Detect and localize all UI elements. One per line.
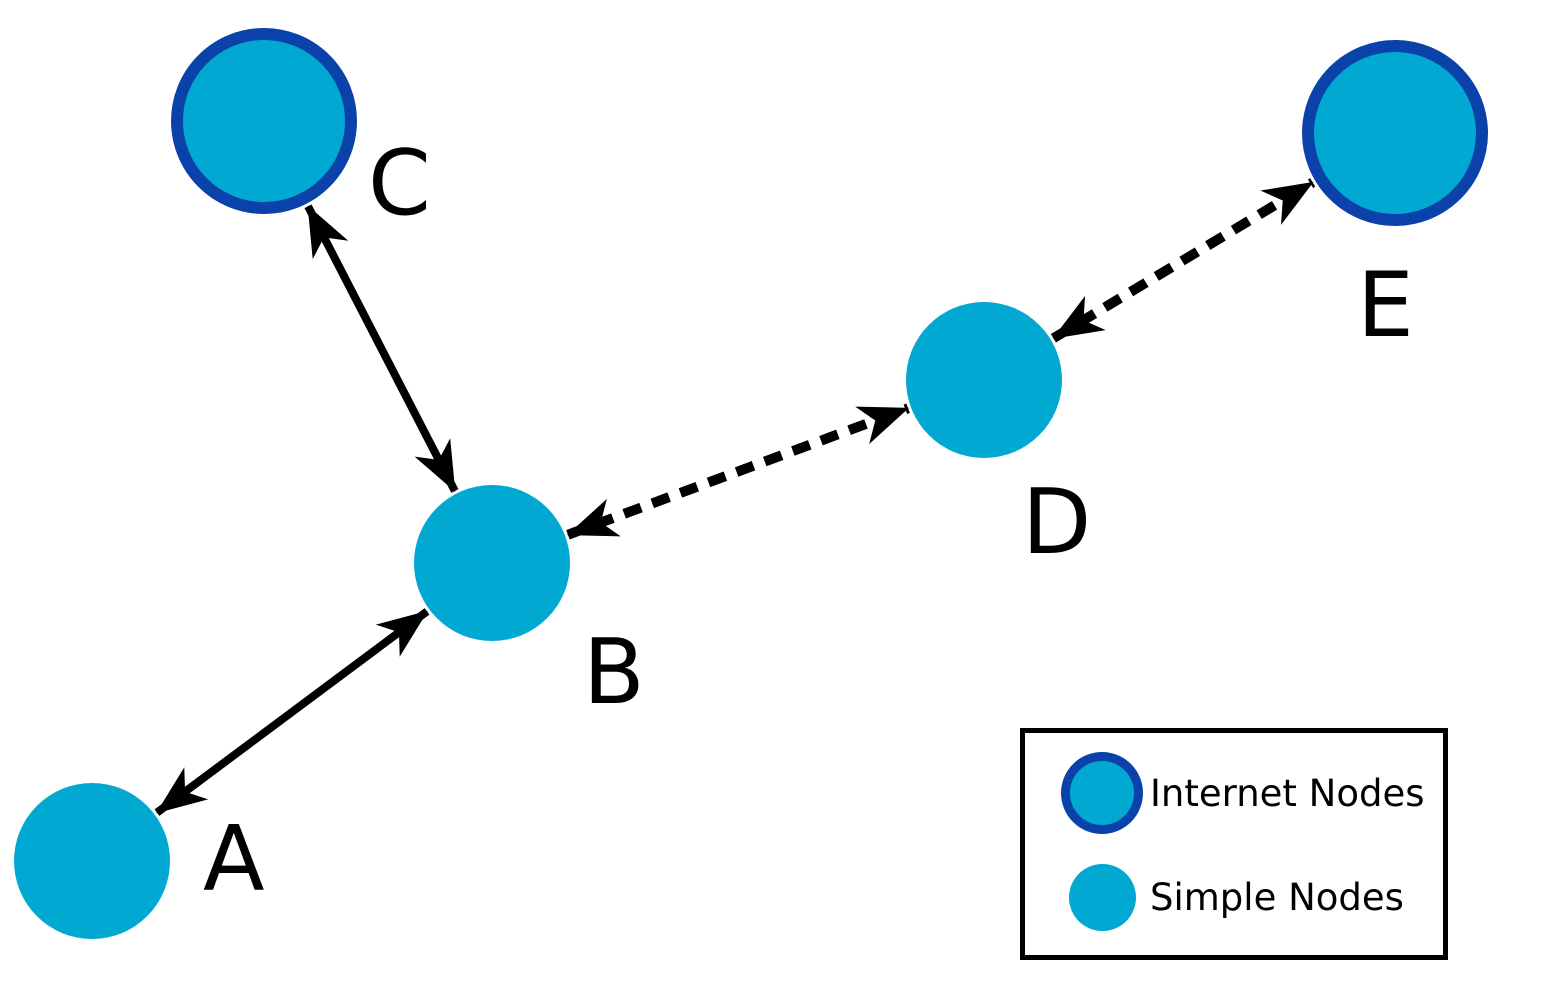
node-D-simple [906, 302, 1062, 458]
edges-layer [154, 178, 1316, 816]
legend-item-simple-nodes: Simple Nodes [1060, 862, 1404, 932]
simple-node-icon [1068, 863, 1136, 931]
legend-icon-column [1060, 752, 1144, 834]
nodes-layer [14, 28, 1488, 939]
node-label-C: C [368, 131, 431, 236]
legend-icon-column [1060, 863, 1144, 931]
edge-C-B-solid-arrow [304, 204, 459, 493]
legend-label-internet-nodes: Internet Nodes [1150, 771, 1425, 815]
legend-box: Internet Nodes Simple Nodes [1020, 728, 1448, 960]
legend-item-internet-nodes: Internet Nodes [1060, 751, 1425, 835]
node-C-internet [171, 28, 357, 214]
node-label-D: D [1022, 470, 1091, 575]
edge-A-B-solid-arrow [154, 608, 430, 816]
node-B-simple [414, 485, 570, 641]
edge-B-D-dashed-arrow [566, 403, 910, 540]
legend-label-simple-nodes: Simple Nodes [1150, 875, 1404, 919]
edge-D-E-dashed-arrow [1050, 178, 1316, 343]
node-E-internet [1302, 40, 1488, 226]
node-label-E: E [1357, 253, 1414, 358]
node-label-A: A [203, 807, 265, 912]
internet-node-icon [1061, 752, 1143, 834]
node-labels-layer: A B C D E [203, 131, 1414, 912]
node-A-simple [14, 783, 170, 939]
node-label-B: B [583, 620, 645, 725]
